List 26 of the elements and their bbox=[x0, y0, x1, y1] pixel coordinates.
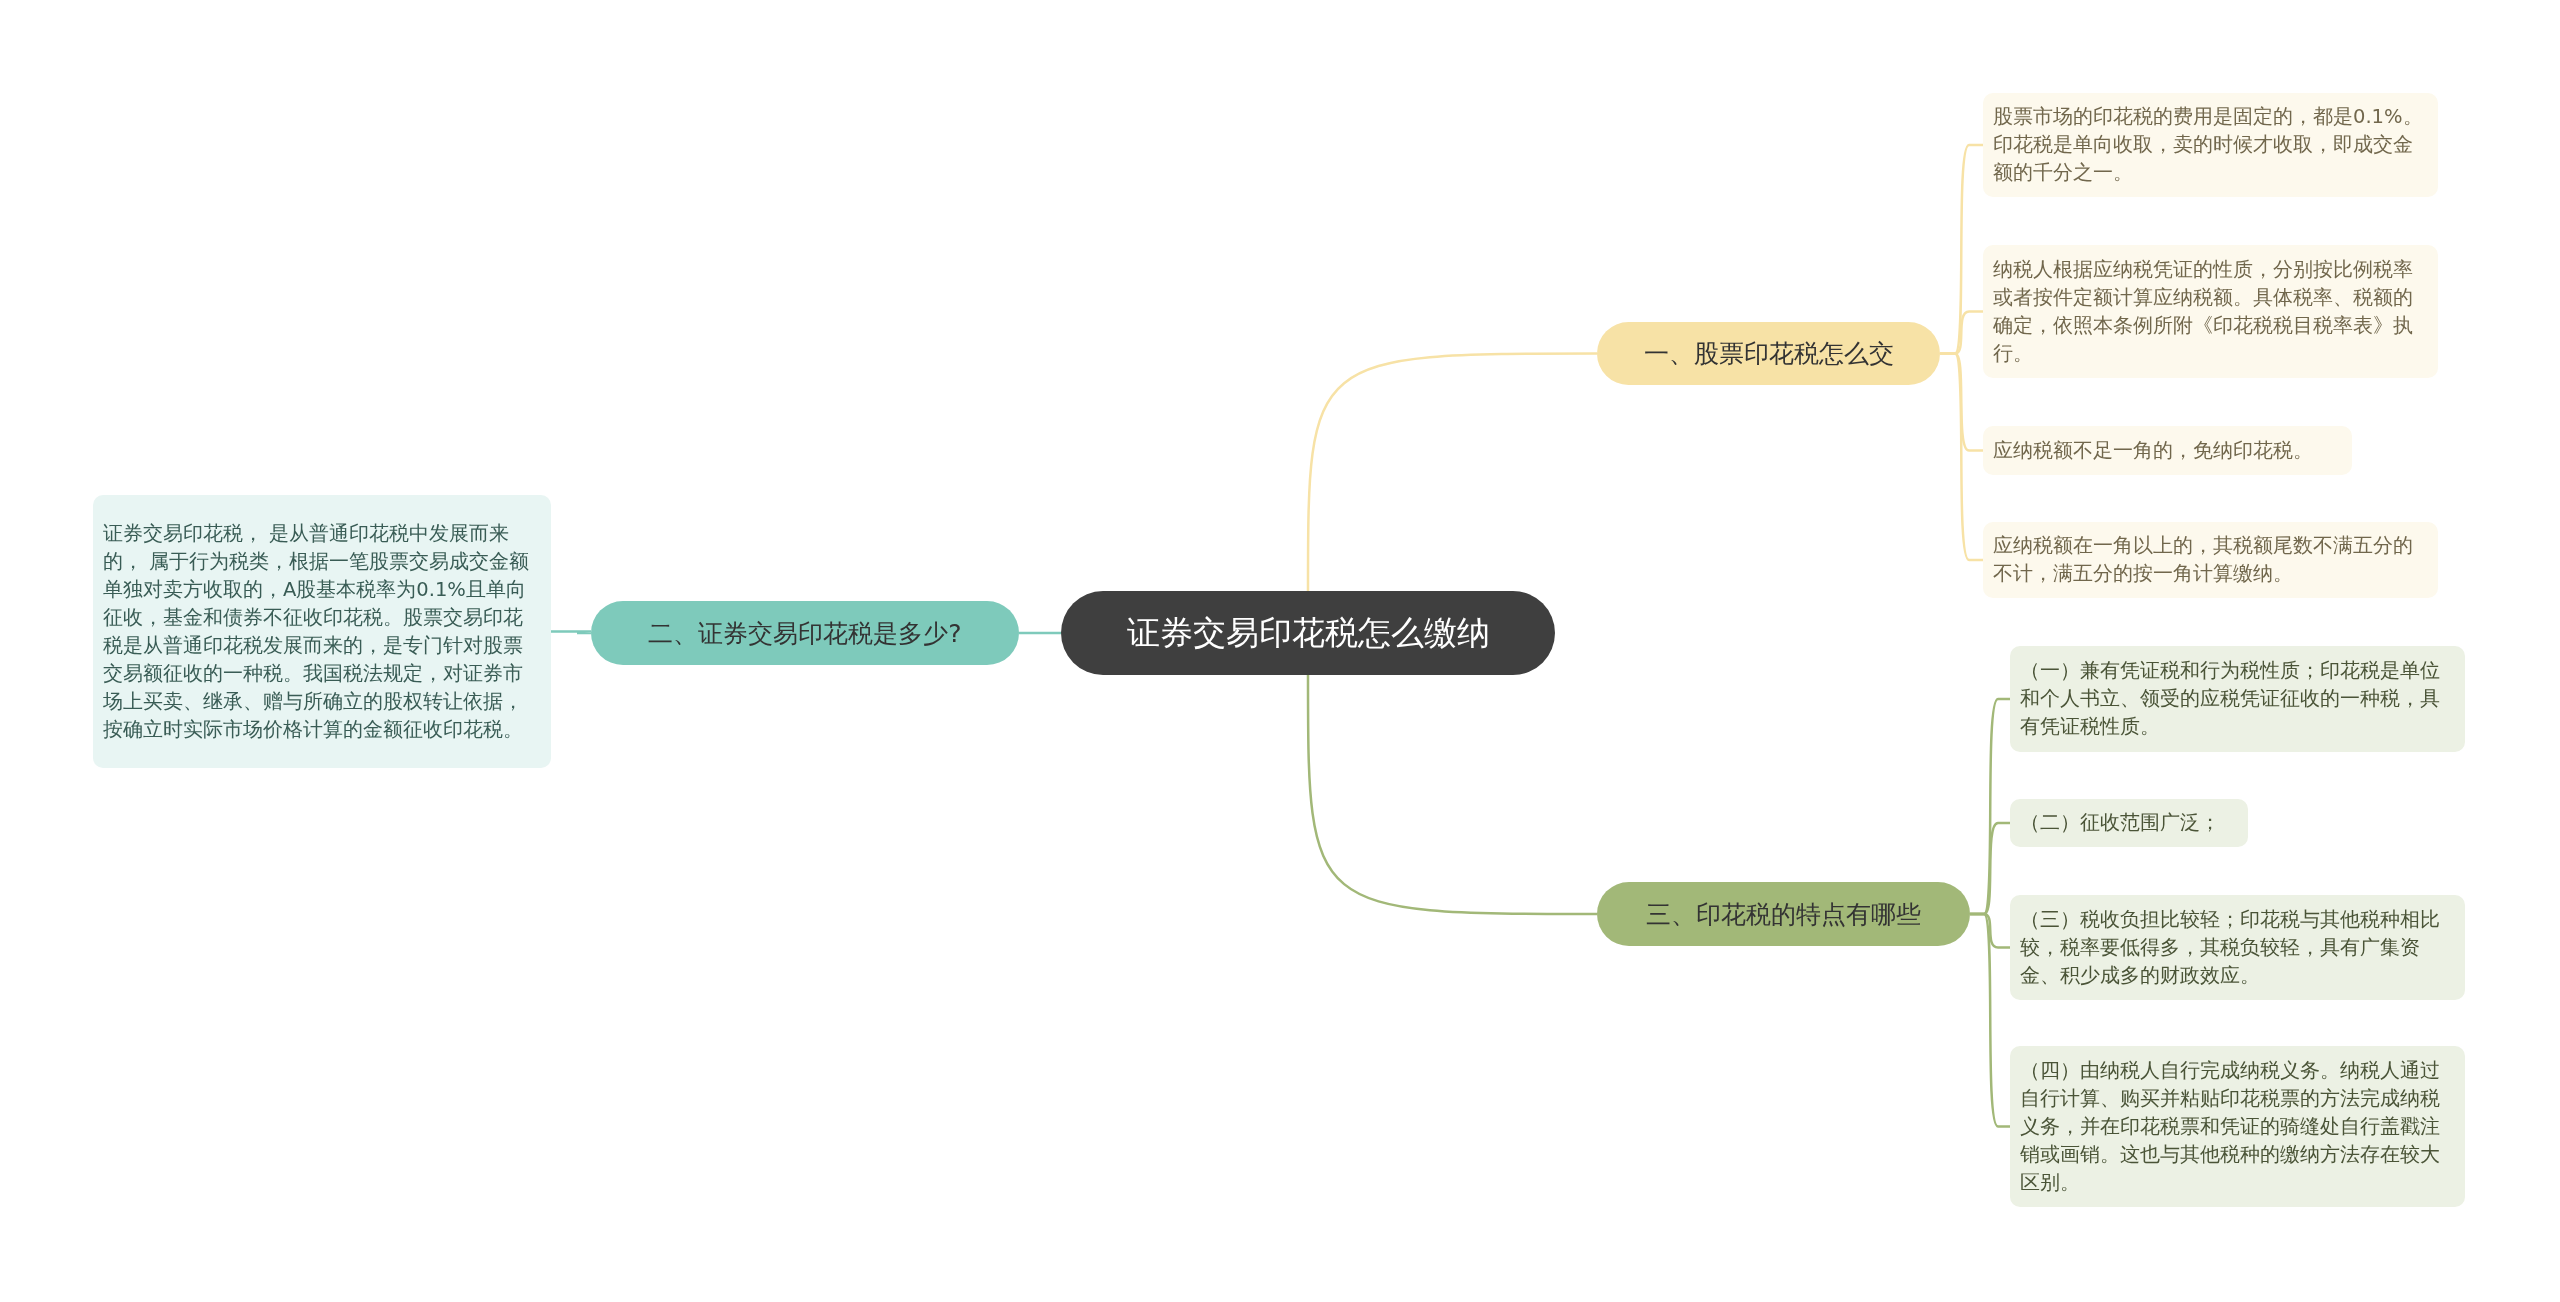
connector-line bbox=[1306, 675, 1597, 916]
note-box bbox=[1983, 93, 2438, 197]
note-text: （四）由纳税人自行完成纳税义务。纳税人通过自行计算、购买并粘贴印花税票的方法完成纳税义务，并在印花税票和凭证的骑缝处自行盖戳注销或画销。这也与其他税种的缴纳方法存在较大区别。 bbox=[2020, 1057, 2441, 1196]
topic-label: 一、股票印花税怎么交 bbox=[1643, 338, 1894, 370]
note-box bbox=[2010, 1046, 2465, 1207]
note-text: 纳税人根据应纳税凭证的性质，分别按比例税率或者按件定额计算应纳税额。具体税率、税额的确定，依照本条例所附《印花税税目税率表》执行。 bbox=[1993, 256, 2414, 367]
note-text: 应纳税额不足一角的，免纳印花税。 bbox=[1993, 437, 2313, 464]
note-box bbox=[2010, 799, 2248, 847]
connector-line bbox=[1306, 352, 1597, 591]
note-text: 股票市场的印花税的费用是固定的，都是0.1%。印花税是单向收取，卖的时候才收取，即成交金额的千分之一。 bbox=[1993, 104, 2424, 186]
topic-title: 证券交易印花税怎么缴纳 bbox=[1126, 611, 1490, 654]
note-text: 应纳税额在一角以上的，其税额尾数不满五分的不计，满五分的按一角计算缴纳。 bbox=[1993, 533, 2414, 587]
note-box bbox=[93, 495, 551, 768]
topic-label: 三、印花税的特点有哪些 bbox=[1646, 898, 1921, 931]
note-text: （一）兼有凭证税和行为税性质；印花税是单位和个人书立、领受的应税凭证征收的一种税，具有凭证税性质。 bbox=[2020, 658, 2441, 740]
note-text: （二）征收范围广泛； bbox=[2020, 810, 2220, 836]
topic-label: 二、证券交易印花税是多少? bbox=[648, 617, 962, 650]
note-text: 证券交易印花税， 是从普通印花税中发展而来的， 属于行为税类，根据一笔股票交易成交金额单独对卖方收取的，A股基本税率为0.1%且单向征收，基金和债券不征收印花税。股票交易印花税是从普通印花税发展而来的，是专门针对股票交易额征收的一种税。我国税法规定，对证券市场上买卖、继承、赠与所确立的股权转让依据，按确立时实际市场价格计算的金额征收印花税。 bbox=[103, 520, 531, 743]
connector-line bbox=[551, 630, 593, 635]
connector-line bbox=[1019, 631, 1061, 635]
note-box bbox=[2010, 646, 2465, 752]
note-text: （三）税收负担比较轻；印花税与其他税种相比较，税率要低得多，其税负较轻，具有广集资金、积少成多的财政效应。 bbox=[2020, 906, 2441, 989]
note-box bbox=[1983, 522, 2438, 598]
note-box bbox=[1983, 426, 2352, 475]
note-box bbox=[1983, 245, 2438, 378]
note-box bbox=[2010, 895, 2465, 1000]
